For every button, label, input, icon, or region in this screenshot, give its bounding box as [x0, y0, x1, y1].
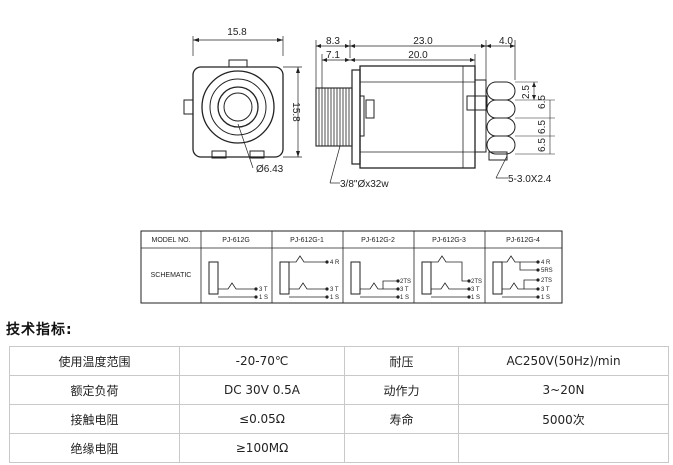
spec-row-1: 使用温度范围 -20-70℃ 耐压 AC250V(50Hz)/min [9, 346, 669, 376]
schematic-5-pin-2: 5RS [541, 268, 553, 274]
spec-value-operating-temp: -20-70℃ [179, 346, 345, 376]
model-no-label: MODEL NO. [151, 237, 190, 244]
spec-value-voltage: AC250V(50Hz)/min [458, 346, 669, 376]
spec-value-insulation-resistance: ≥100MΩ [179, 433, 345, 463]
spec-label-contact-resistance: 接触电阻 [9, 404, 180, 434]
dim-top-3: 4.0 [499, 36, 513, 47]
front-height-label: 15.8 [290, 102, 301, 122]
schematic-4: 2TS 3 T 1 S [421, 255, 482, 301]
dim-right-2: 6.5 [537, 95, 548, 109]
spec-value-rated-load: DC 30V 0.5A [179, 375, 345, 405]
schematic-5: 4 R 5RS 2TS 3 T 1 S [492, 255, 553, 301]
spec-empty-value [458, 433, 669, 463]
schematic-3-pin-1: 2TS [400, 279, 411, 285]
schematic-1-pin-2: 1 S [259, 295, 268, 301]
specs-heading: 技术指标: [6, 322, 73, 338]
schematic-2-pin-2: 3 T [330, 287, 339, 293]
spec-label-insulation-resistance: 绝缘电阻 [9, 433, 180, 463]
spec-label-lifespan: 寿命 [344, 404, 459, 434]
front-view: 15.8 15.8 Ø6.43 [183, 27, 302, 175]
side-view: 8.3 23.0 4.0 7.1 20.0 [315, 36, 555, 190]
schematic-2: 4 R 3 T 1 S [279, 255, 340, 301]
schematic-5-pin-4: 3 T [541, 287, 550, 293]
schematic-3-pin-3: 1 S [400, 295, 409, 301]
schematic-3-pin-2: 3 T [400, 287, 409, 293]
spec-empty-label [344, 433, 459, 463]
dim-top-1: 8.3 [326, 36, 340, 47]
model-name-1: PJ-612G [222, 237, 250, 244]
schematic-1-pin-1: 3 T [259, 287, 268, 293]
dim-right-1: 2.5 [521, 85, 532, 99]
schematic-4-pin-2: 3 T [471, 287, 480, 293]
spec-table: 使用温度范围 -20-70℃ 耐压 AC250V(50Hz)/min 额定负荷 … [9, 346, 669, 463]
spec-label-actuation-force: 动作力 [344, 375, 459, 405]
schematic-5-pin-5: 1 S [541, 295, 550, 301]
spec-label-operating-temp: 使用温度范围 [9, 346, 180, 376]
model-name-4: PJ-612G-3 [432, 237, 466, 244]
model-name-5: PJ-612G-4 [506, 237, 540, 244]
dim-second-2: 20.0 [408, 50, 428, 61]
schematic-3: 2TS 3 T 1 S [350, 261, 411, 301]
spec-label-voltage: 耐压 [344, 346, 459, 376]
schematic-2-pin-1: 4 R [330, 260, 340, 266]
spec-value-actuation-force: 3~20N [458, 375, 669, 405]
schematic-label: SCHEMATIC [151, 272, 192, 279]
spec-row-4: 绝缘电阻 ≥100MΩ [9, 433, 669, 463]
schematic-2-pin-3: 1 S [330, 295, 339, 301]
dim-second-1: 7.1 [326, 50, 340, 61]
spec-row-2: 额定负荷 DC 30V 0.5A 动作力 3~20N [9, 375, 669, 405]
spec-value-lifespan: 5000次 [458, 404, 669, 434]
schematic-5-pin-1: 4 R [541, 260, 551, 266]
model-name-3: PJ-612G-2 [361, 237, 395, 244]
thread-label: 3/8"Øx32w [340, 179, 389, 190]
spec-row-3: 接触电阻 ≤0.05Ω 寿命 5000次 [9, 404, 669, 434]
spec-label-rated-load: 额定负荷 [9, 375, 180, 405]
schematic-5-pin-3: 2TS [541, 278, 552, 284]
schematic-1: 3 T 1 S [208, 261, 268, 301]
model-schematic-table: MODEL NO. SCHEMATIC PJ-612G PJ-612G-1 PJ… [140, 230, 563, 304]
front-width-label: 15.8 [227, 27, 247, 38]
pin-size-label: 5-3.0X2.4 [508, 174, 552, 185]
dim-top-2: 23.0 [413, 36, 433, 47]
hole-diameter-label: Ø6.43 [256, 164, 284, 175]
dim-right-4: 6.5 [537, 138, 548, 152]
model-name-2: PJ-612G-1 [290, 237, 324, 244]
dim-right-3: 6.5 [537, 120, 548, 134]
spec-value-contact-resistance: ≤0.05Ω [179, 404, 345, 434]
technical-drawing: 15.8 15.8 Ø6.43 [140, 27, 563, 304]
schematic-4-pin-1: 2TS [471, 279, 482, 285]
schematic-4-pin-3: 1 S [471, 295, 480, 301]
